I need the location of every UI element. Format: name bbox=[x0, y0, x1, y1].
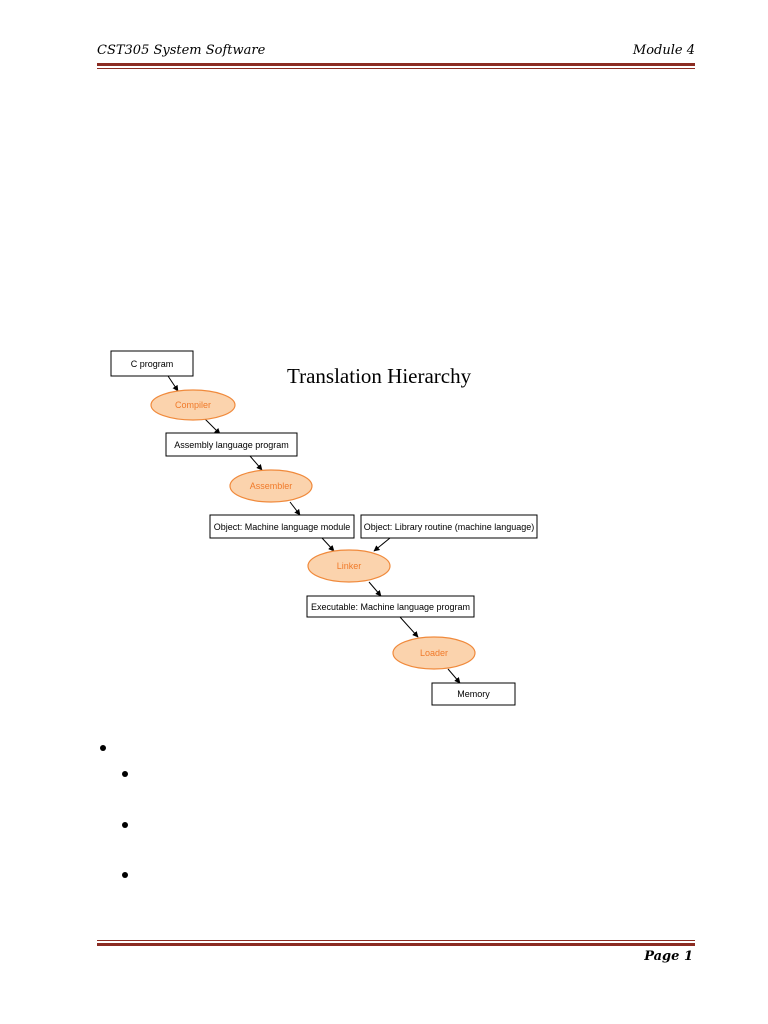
process-linker: Linker bbox=[307, 549, 391, 583]
svg-text:C program: C program bbox=[131, 359, 174, 369]
header-title: CST305 System Software bbox=[97, 43, 266, 58]
header-rule-thick bbox=[97, 63, 695, 66]
header-rule-thin bbox=[97, 68, 695, 69]
svg-text:Object: Library routine (machi: Object: Library routine (machine languag… bbox=[364, 522, 535, 532]
svg-text:Compiler: Compiler bbox=[175, 400, 211, 410]
node-memory: Memory bbox=[431, 682, 516, 706]
svg-text:Assembly language program: Assembly language program bbox=[174, 440, 289, 450]
node-object-module: Object: Machine language module bbox=[209, 514, 355, 539]
bullet-level-2 bbox=[122, 771, 128, 777]
node-c-program: C program bbox=[110, 350, 194, 377]
process-loader: Loader bbox=[392, 636, 476, 670]
process-compiler: Compiler bbox=[150, 389, 236, 421]
node-assembly-program: Assembly language program bbox=[165, 432, 298, 457]
bullet-level-1 bbox=[100, 745, 106, 751]
svg-text:Memory: Memory bbox=[457, 689, 490, 699]
process-assembler: Assembler bbox=[229, 469, 313, 503]
svg-text:Linker: Linker bbox=[337, 561, 362, 571]
svg-text:Object: Machine language modul: Object: Machine language module bbox=[214, 522, 351, 532]
svg-text:Loader: Loader bbox=[420, 648, 448, 658]
svg-text:Executable: Machine language p: Executable: Machine language program bbox=[311, 602, 470, 612]
footer-rule-thick bbox=[97, 943, 695, 946]
bullet-level-2 bbox=[122, 822, 128, 828]
node-object-library: Object: Library routine (machine languag… bbox=[360, 514, 538, 539]
diagram-title: Translation Hierarchy bbox=[287, 364, 472, 388]
footer-page-number: Page 1 bbox=[644, 949, 693, 964]
header-module: Module 4 bbox=[632, 43, 695, 58]
bullet-level-2 bbox=[122, 872, 128, 878]
node-executable: Executable: Machine language program bbox=[306, 595, 475, 618]
footer-rule-thin bbox=[97, 940, 695, 941]
svg-text:Assembler: Assembler bbox=[250, 481, 293, 491]
